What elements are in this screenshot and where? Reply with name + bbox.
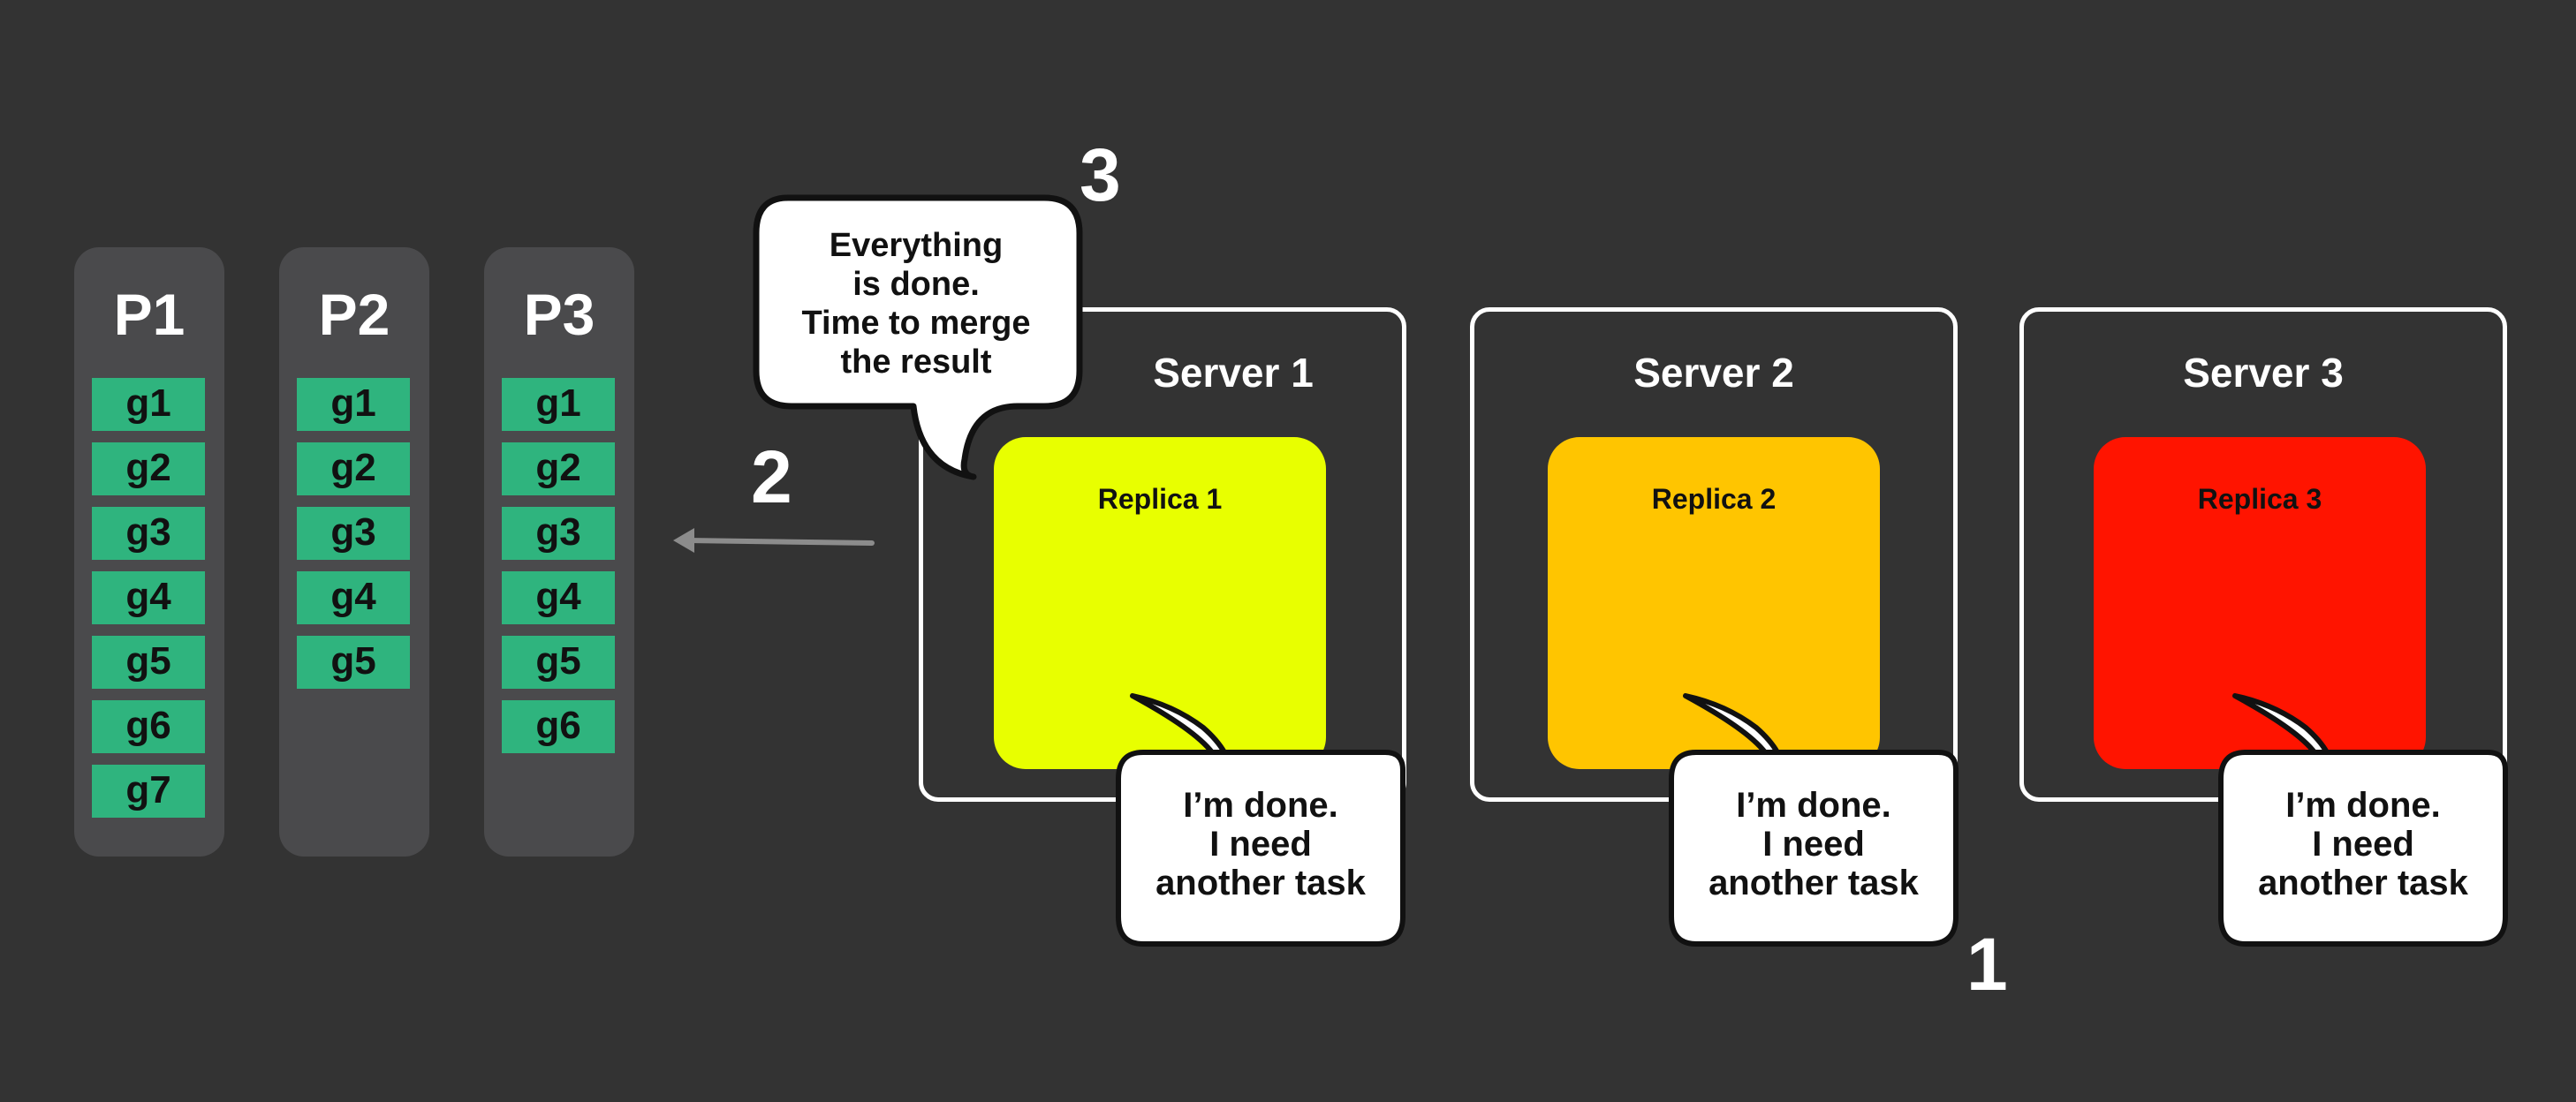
partition-p2: P2 g1 g2 g3 g4 g5 bbox=[279, 247, 429, 857]
chunk: g1 bbox=[502, 378, 615, 431]
chunk: g3 bbox=[297, 507, 410, 560]
replica-3: Replica 3 bbox=[2094, 437, 2426, 769]
chunk: g1 bbox=[92, 378, 205, 431]
speech-bubble-3 bbox=[2218, 693, 2508, 947]
partition-p3: P3 g1 g2 g3 g4 g5 g6 bbox=[484, 247, 634, 857]
bubble-text-3: I’m done. I need another task bbox=[2258, 786, 2468, 902]
partition-p1: P1 g1 g2 g3 g4 g5 g6 g7 bbox=[74, 247, 224, 857]
chunk: g3 bbox=[92, 507, 205, 560]
partition-title: P1 bbox=[113, 282, 186, 347]
chunk: g4 bbox=[297, 571, 410, 624]
replica-label: Replica 1 bbox=[1097, 483, 1223, 515]
step-3-label: 3 bbox=[1080, 133, 1121, 216]
chunk: g5 bbox=[297, 636, 410, 689]
speech-bubble-2 bbox=[1669, 693, 1959, 947]
replica-label: Replica 3 bbox=[2197, 483, 2322, 515]
partition-title: P3 bbox=[523, 282, 595, 347]
replica-label: Replica 2 bbox=[1651, 483, 1777, 515]
chunk: g5 bbox=[502, 636, 615, 689]
chunk: g4 bbox=[92, 571, 205, 624]
bubble-text-1: I’m done. I need another task bbox=[1155, 786, 1366, 902]
chunk: g6 bbox=[92, 700, 205, 753]
speech-bubble-merge bbox=[753, 194, 1083, 480]
chunk: g6 bbox=[502, 700, 615, 753]
chunk: g3 bbox=[502, 507, 615, 560]
server-title: Server 3 bbox=[2183, 350, 2344, 396]
server-title: Server 1 bbox=[1153, 350, 1314, 396]
chunk: g1 bbox=[297, 378, 410, 431]
bubble-text-2: I’m done. I need another task bbox=[1708, 786, 1919, 902]
step-1-label: 1 bbox=[1966, 923, 2008, 1006]
arrow-left-icon bbox=[673, 528, 875, 553]
chunk: g2 bbox=[297, 442, 410, 495]
partition-title: P2 bbox=[318, 282, 390, 347]
step-2-label: 2 bbox=[751, 435, 792, 518]
chunk: g4 bbox=[502, 571, 615, 624]
chunk: g5 bbox=[92, 636, 205, 689]
chunk: g2 bbox=[92, 442, 205, 495]
bubble-text-merge: Everything is done. Time to merge the re… bbox=[801, 227, 1031, 381]
server-title: Server 2 bbox=[1633, 350, 1794, 396]
speech-bubble-1 bbox=[1116, 693, 1405, 947]
chunk: g7 bbox=[92, 765, 205, 818]
chunk: g2 bbox=[502, 442, 615, 495]
